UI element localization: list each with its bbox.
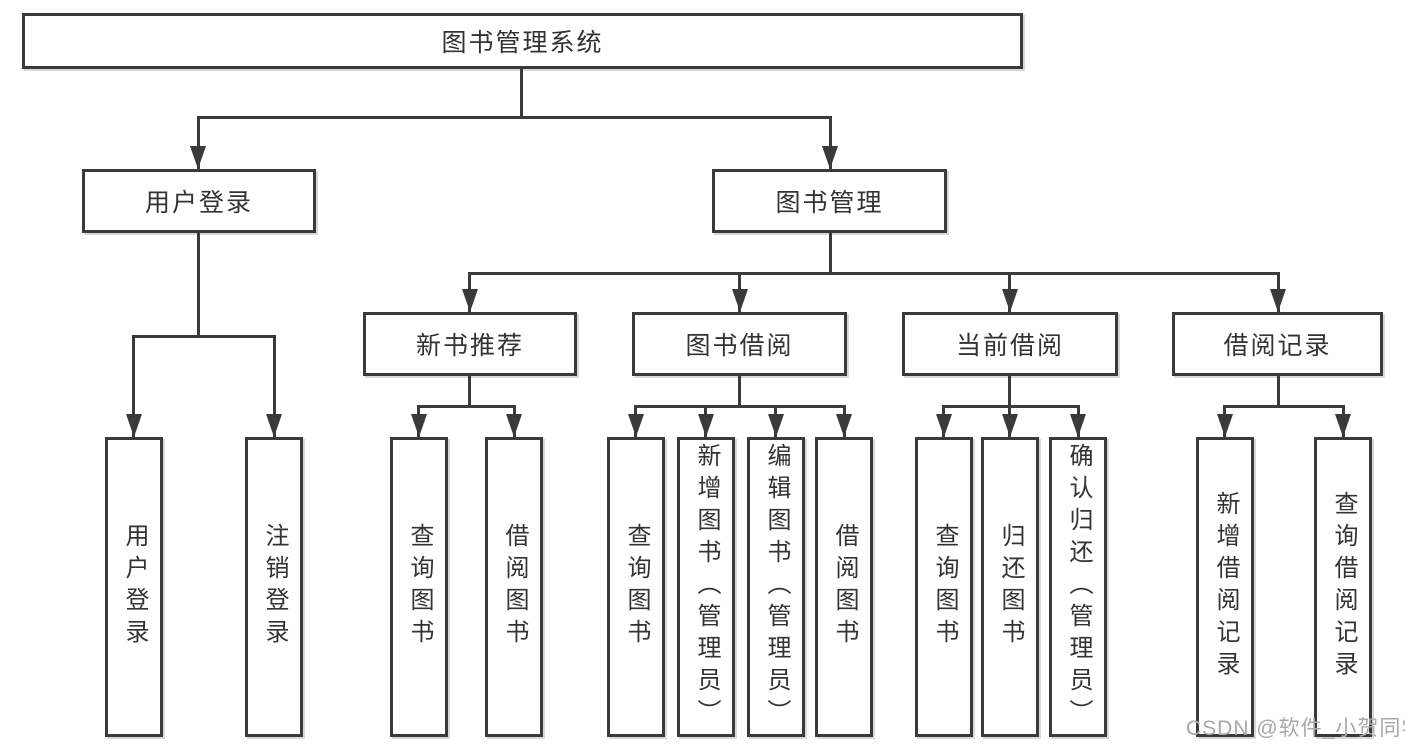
arrow-b2 [506,414,522,437]
leaf-add-books-admin-label: 新增图书（管理员） [693,443,720,731]
connector-book-management-bar [468,272,1280,275]
arrow-user-login [190,146,206,169]
arrow-book-borrow [732,289,748,312]
leaf-confirm-return-admin-label: 确认归还（管理员） [1065,443,1092,731]
node-borrowing-records: 借阅记录 [1172,312,1383,376]
arrow-borrow-records [1270,289,1286,312]
connector-drop-leaf-logout [273,335,276,437]
leaf-return-books: 归还图书 [981,437,1039,737]
leaf-query-borrow-record: 查询借阅记录 [1314,437,1372,737]
connector-book-borrow-bar [634,405,846,408]
leaf-borrow-books-2: 借阅图书 [815,437,873,737]
node-user-login: 用户登录 [82,169,316,233]
connector-new-book-stem [468,376,471,408]
leaf-logout: 注销登录 [245,437,303,737]
leaf-query-books-1: 查询图书 [390,437,448,737]
arrow-leaf-user-login [126,414,142,437]
node-book-borrowing: 图书借阅 [632,312,847,376]
leaf-query-books-2-label: 查询图书 [623,523,650,651]
connector-borrow-records-bar [1223,405,1345,408]
leaf-query-borrow-record-label: 查询借阅记录 [1330,491,1357,683]
connector-borrow-records-stem [1277,376,1280,408]
arrow-new-book [462,289,478,312]
arrow-c1 [628,414,644,437]
leaf-confirm-return-admin: 确认归还（管理员） [1049,437,1107,737]
leaf-borrow-books-1-label: 借阅图书 [501,523,528,651]
arrow-c3 [768,414,784,437]
connector-user-login-stem [197,233,200,338]
leaf-return-books-label: 归还图书 [997,523,1024,651]
arrow-c2 [698,414,714,437]
arrow-e1 [1217,414,1233,437]
leaf-query-books-3: 查询图书 [915,437,973,737]
connector-current-borrow-stem [1008,376,1011,408]
node-library-management-system: 图书管理系统 [22,13,1023,69]
leaf-user-login: 用户登录 [105,437,163,737]
connector-root-bar [197,116,832,119]
leaf-borrow-books-2-label: 借阅图书 [831,523,858,651]
leaf-add-borrow-record-label: 新增借阅记录 [1212,491,1239,683]
arrow-b1 [411,414,427,437]
arrow-current-borrow [1002,289,1018,312]
leaf-edit-books-admin-label: 编辑图书（管理员） [763,443,790,731]
connector-drop-book-management [829,116,832,169]
leaf-borrow-books-1: 借阅图书 [485,437,543,737]
connector-drop-user-login [197,116,200,169]
leaf-add-books-admin: 新增图书（管理员） [677,437,735,737]
arrow-d3 [1070,414,1086,437]
connector-book-borrow-stem [738,376,741,408]
node-book-management: 图书管理 [712,169,947,233]
leaf-logout-label: 注销登录 [261,523,288,651]
leaf-query-books-3-label: 查询图书 [931,523,958,651]
connector-user-login-bar [132,335,276,338]
arrow-e2 [1335,414,1351,437]
leaf-query-books-2: 查询图书 [607,437,665,737]
arrow-book-management [822,146,838,169]
arrow-d2 [1002,414,1018,437]
arrow-d1 [936,414,952,437]
connector-current-borrow-bar [942,405,1080,408]
node-current-borrowing: 当前借阅 [902,312,1118,376]
connector-drop-leaf-user-login [132,335,135,437]
leaf-user-login-label: 用户登录 [121,523,148,651]
arrow-c4 [836,414,852,437]
connector-book-management-stem [829,233,832,275]
node-new-book-recommendation: 新书推荐 [363,312,577,376]
connector-new-book-bar [417,405,516,408]
leaf-edit-books-admin: 编辑图书（管理员） [747,437,805,737]
leaf-add-borrow-record: 新增借阅记录 [1196,437,1254,737]
watermark: CSDN @软件_小贺同学 [1186,717,1405,740]
leaf-query-books-1-label: 查询图书 [406,523,433,651]
arrow-leaf-logout [266,414,282,437]
connector-root-stem [520,68,523,118]
